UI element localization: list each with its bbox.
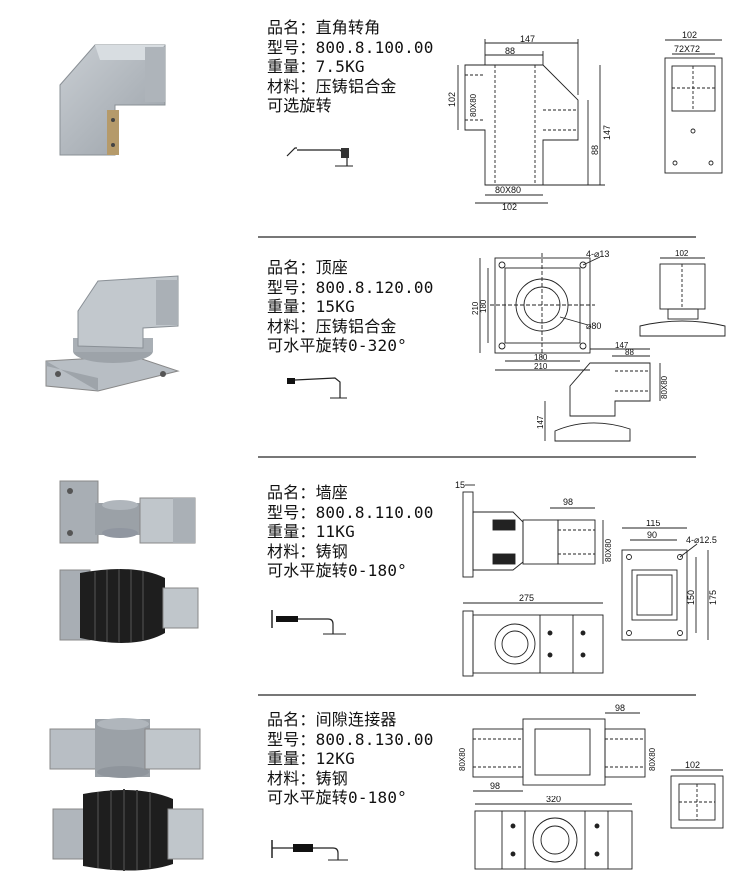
product-model: 型号：800.8.120.00	[267, 277, 434, 297]
product-weight: 重量：15KG	[267, 297, 355, 316]
drawing-gap-connector-top: 320	[474, 796, 633, 870]
dim-end-inner: 72X72	[674, 44, 700, 54]
dim-left-section: 80X80	[458, 747, 467, 771]
product-name: 品名：顶座	[267, 258, 349, 277]
product-rotation: 可选旋转	[267, 96, 332, 115]
dim-end-width: 102	[685, 760, 700, 770]
mini-schematic-gap-connector	[271, 840, 348, 861]
product-section-corner: 品名：直角转角 型号：800.8.100.00 重量：7.5KG 材料：压铸铝合…	[0, 0, 750, 236]
product-weight: 重量：12KG	[267, 749, 355, 768]
dim-right-inner: 88	[590, 145, 600, 155]
product-material: 材料：压铸铝合金	[267, 316, 397, 336]
dim-arm-height: 147	[536, 415, 545, 429]
spec-block-gap-connector: 品名：间隙连接器 型号：800.8.130.00 重量：12KG 材料：铸钢 可…	[267, 710, 434, 808]
product-weight: 重量：7.5KG	[267, 57, 365, 76]
section-divider	[258, 456, 696, 458]
product-photo-top-mount	[45, 275, 180, 392]
dim-end-width: 102	[682, 30, 697, 40]
drawing-top-mount-elevation: 147 88 80X80 147	[536, 341, 669, 442]
dim-right-height: 147	[602, 125, 612, 140]
product-section-wall-mount: 品名：墙座 型号：800.8.110.00 重量：11KG 材料：铸钢 可水平旋…	[0, 458, 750, 694]
product-rotation: 可水平旋转0-320°	[267, 336, 407, 355]
dim-inner-horizontal: 180	[534, 353, 548, 362]
dim-right-section: 80X80	[648, 747, 657, 771]
dim-left-height: 102	[447, 92, 457, 107]
dim-bottom-section: 80X80	[495, 185, 521, 195]
product-weight: 重量：11KG	[267, 522, 355, 541]
product-name: 品名：直角转角	[267, 18, 381, 37]
product-name: 品名：墙座	[267, 483, 349, 502]
dim-plate: 15	[455, 480, 465, 490]
dim-plate-width: 115	[646, 520, 660, 528]
dim-arm-width: 147	[615, 341, 629, 350]
dim-bottom-width: 102	[502, 202, 517, 210]
drawing-gap-connector-side: 98 80X80 80X80 98	[458, 703, 657, 792]
dim-arm-inner: 88	[625, 348, 634, 357]
dim-plate-inner: 90	[647, 530, 657, 540]
section-divider	[258, 236, 696, 238]
mini-schematic-wall-mount	[271, 610, 346, 635]
product-material: 材料：压铸铝合金	[267, 76, 397, 96]
drawing-top-mount-plan: 4-⌀13 ⌀80 210 180 180 210	[471, 249, 609, 371]
dim-right-length: 98	[615, 703, 625, 713]
dim-left-length: 98	[490, 781, 500, 791]
product-model: 型号：800.8.110.00	[267, 502, 434, 522]
dim-outer-vertical: 210	[471, 301, 480, 315]
mini-schematic-corner	[286, 147, 353, 167]
product-name: 品名：间隙连接器	[267, 710, 397, 729]
dim-arm-section: 80X80	[660, 375, 669, 399]
product-photo-wall-mount	[59, 480, 196, 544]
spec-block-corner: 品名：直角转角 型号：800.8.100.00 重量：7.5KG 材料：压铸铝合…	[267, 18, 434, 116]
dim-total-length: 275	[519, 593, 534, 603]
drawing-wall-mount-side: 15 98 80X80	[455, 480, 613, 578]
product-rotation: 可水平旋转0-180°	[267, 788, 407, 807]
mini-schematic-top-mount	[287, 377, 347, 399]
product-material: 材料：铸钢	[267, 768, 349, 788]
dim-inner-vertical: 180	[479, 299, 488, 313]
dim-top-inner: 88	[505, 46, 515, 56]
dim-top-width: 147	[520, 35, 535, 44]
dim-arm-length: 98	[563, 497, 573, 507]
product-photo-gap-connector	[49, 718, 201, 778]
drawing-top-mount-side: 102	[639, 249, 726, 337]
product-photo-wall-mount-bellows	[59, 569, 199, 643]
product-photo-gap-connector-bellows	[52, 789, 204, 871]
product-section-top-mount: 品名：顶座 型号：800.8.120.00 重量：15KG 材料：压铸铝合金 可…	[0, 238, 750, 456]
dim-hole: 4-⌀12.5	[686, 535, 717, 545]
drawing-gap-connector-end: 102	[670, 760, 724, 829]
dim-arm-section: 80X80	[604, 538, 613, 562]
product-section-gap-connector: 品名：间隙连接器 型号：800.8.130.00 重量：12KG 材料：铸钢 可…	[0, 696, 750, 888]
product-model: 型号：800.8.100.00	[267, 37, 434, 57]
dim-outer-horizontal: 210	[534, 362, 548, 371]
dim-left-section: 80X80	[469, 93, 478, 117]
section-divider	[258, 694, 696, 696]
drawing-corner-end: 102 72X72	[664, 30, 723, 174]
spec-block-wall-mount: 品名：墙座 型号：800.8.110.00 重量：11KG 材料：铸钢 可水平旋…	[267, 483, 434, 581]
dim-plate-inner-height: 150	[686, 590, 696, 605]
dim-side-width: 102	[675, 249, 689, 258]
dim-plate-height: 175	[708, 590, 718, 605]
product-material: 材料：铸钢	[267, 541, 349, 561]
product-rotation: 可水平旋转0-180°	[267, 561, 407, 580]
dim-bore: ⌀80	[586, 321, 601, 331]
spec-block-top-mount: 品名：顶座 型号：800.8.120.00 重量：15KG 材料：压铸铝合金 可…	[267, 258, 434, 356]
product-photo-corner	[59, 44, 166, 156]
drawing-wall-mount-top: 275	[462, 593, 604, 677]
drawing-corner-front: 147 88 80X80 102 88 147 80X80 102	[447, 35, 612, 210]
dim-hole: 4-⌀13	[586, 249, 609, 259]
product-model: 型号：800.8.130.00	[267, 729, 434, 749]
dim-total-length: 320	[546, 796, 561, 804]
drawing-wall-mount-plate: 115 90 4-⌀12.5 150 175	[621, 520, 718, 641]
